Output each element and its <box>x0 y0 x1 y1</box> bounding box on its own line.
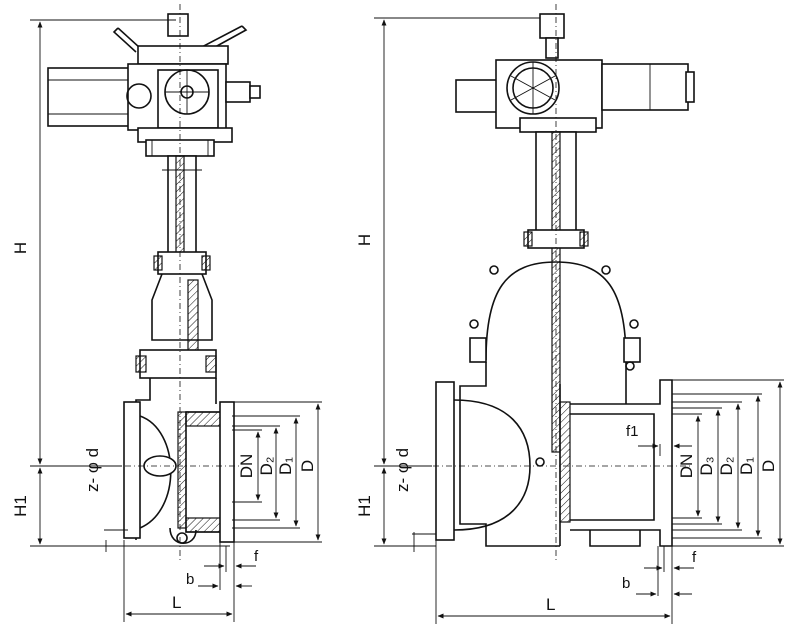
right-b-label: b <box>622 575 630 592</box>
right-H1-label: H1 <box>355 495 374 517</box>
right-f1-label: f1 <box>626 423 639 440</box>
right-valve-view: H H1 z- φ d f1 DN D₃ D₂ D₁ D <box>355 4 784 624</box>
left-H1-label: H1 <box>11 495 30 517</box>
left-bolt-label: z- φ d <box>83 448 102 492</box>
right-bolt-label: z- φ d <box>393 448 412 492</box>
right-body <box>435 261 673 547</box>
right-H-label: H <box>355 234 374 246</box>
left-L-label: L <box>172 593 181 612</box>
left-body <box>123 378 235 545</box>
right-D-label: D <box>759 460 778 472</box>
right-actuator <box>455 13 695 133</box>
right-f-label: f <box>692 549 697 566</box>
right-D3-label: D₃ <box>697 456 716 475</box>
left-yoke <box>135 155 217 379</box>
left-f-label: f <box>254 548 259 565</box>
left-D1-label: D₁ <box>276 457 295 475</box>
left-actuator <box>47 13 261 157</box>
left-valve-view: H H1 z- φ d DN D₂ D₁ D f b L <box>11 4 322 622</box>
left-H-label: H <box>11 242 30 254</box>
right-DN-label: DN <box>677 454 696 479</box>
right-D1-label: D₁ <box>737 457 756 475</box>
left-D2-label: D₂ <box>257 457 276 476</box>
left-b-label: b <box>186 571 194 588</box>
right-D2-label: D₂ <box>717 457 736 476</box>
left-DN-label: DN <box>237 454 256 479</box>
left-D-label: D <box>298 460 317 472</box>
right-L-label: L <box>546 595 555 614</box>
